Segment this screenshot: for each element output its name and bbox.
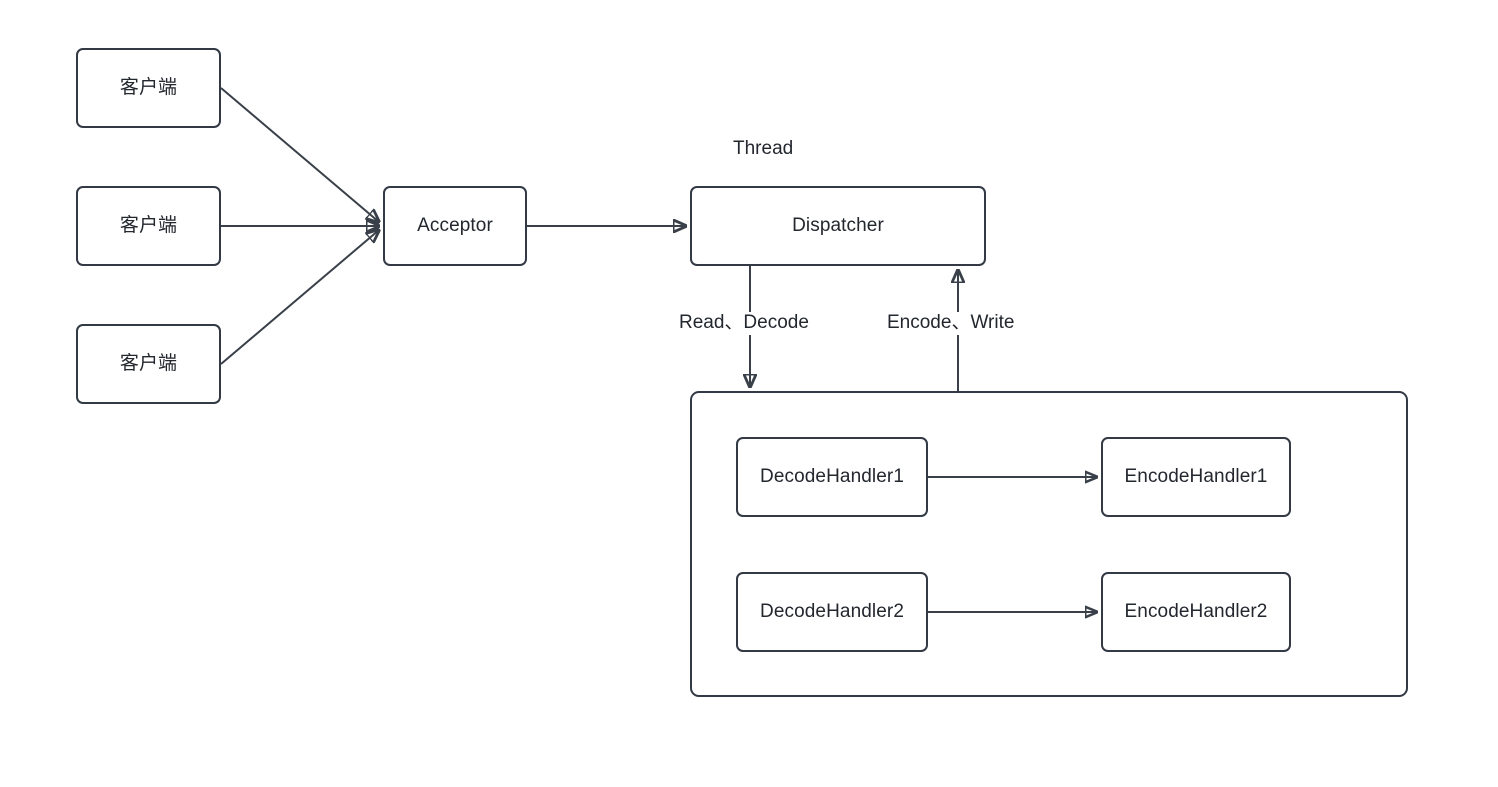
encode-handler-label-2: EncodeHandler2 xyxy=(1124,600,1268,622)
thread-caption: Thread xyxy=(733,138,794,159)
client-box-1[interactable]: 客户端 xyxy=(76,48,221,128)
client-label-3: 客户端 xyxy=(119,352,178,374)
edge-label-encode-write: Encode、Write xyxy=(886,312,1016,335)
encode-handler-label-1: EncodeHandler1 xyxy=(1124,465,1268,487)
handler-group-box xyxy=(690,391,1408,697)
edge-client3-acceptor xyxy=(220,230,379,365)
dispatcher-box[interactable]: Dispatcher xyxy=(690,186,986,266)
client-label-1: 客户端 xyxy=(119,76,178,98)
client-label-2: 客户端 xyxy=(119,214,178,236)
encode-handler-box-1[interactable]: EncodeHandler1 xyxy=(1101,437,1291,517)
edge-client1-acceptor xyxy=(220,87,379,222)
encode-handler-box-2[interactable]: EncodeHandler2 xyxy=(1101,572,1291,652)
decode-handler-box-2[interactable]: DecodeHandler2 xyxy=(736,572,928,652)
acceptor-box[interactable]: Acceptor xyxy=(383,186,527,266)
acceptor-label: Acceptor xyxy=(417,214,493,236)
dispatcher-label: Dispatcher xyxy=(792,214,884,236)
client-box-3[interactable]: 客户端 xyxy=(76,324,221,404)
edge-label-read-decode: Read、Decode xyxy=(678,312,810,335)
client-box-2[interactable]: 客户端 xyxy=(76,186,221,266)
decode-handler-label-2: DecodeHandler2 xyxy=(760,600,904,622)
decode-handler-box-1[interactable]: DecodeHandler1 xyxy=(736,437,928,517)
decode-handler-label-1: DecodeHandler1 xyxy=(760,465,904,487)
